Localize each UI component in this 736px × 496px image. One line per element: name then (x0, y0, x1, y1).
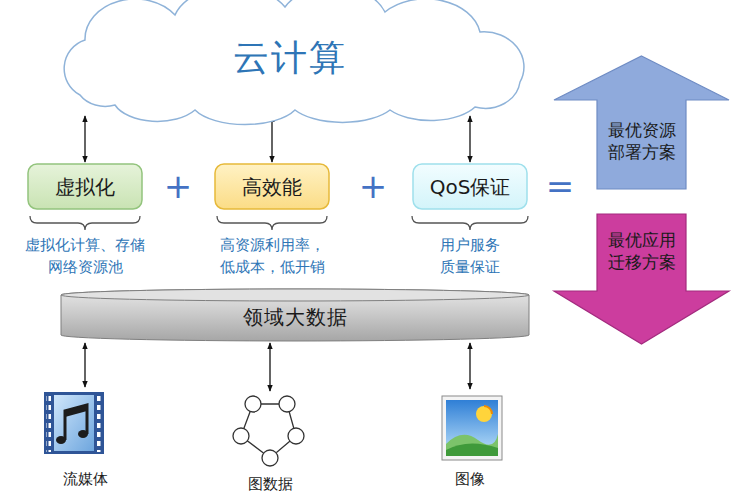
node-text: 图数据 (248, 475, 293, 495)
icon-node: 图数据 (225, 392, 315, 492)
connector-arrow (269, 343, 270, 391)
plus-sign: + (359, 162, 388, 211)
node-text: 图像 (455, 470, 485, 490)
arrow-outline (554, 56, 729, 189)
note-text: 虚拟化计算、存储 网络资源池 (22, 235, 148, 279)
box-outline (215, 164, 329, 209)
process-box: 高效能 (214, 163, 330, 210)
note-text: 高资源利用率， 低成本，低开销 (217, 235, 328, 279)
connector-arrow (84, 343, 85, 387)
node-text: 虚拟化 (55, 174, 115, 200)
connector-arrow (469, 116, 470, 162)
arrow-outline (554, 214, 729, 344)
image-icon (442, 396, 502, 460)
node-text: 云计算 (233, 35, 347, 82)
equals-sign: = (546, 162, 575, 211)
node-text: 最优资源 部署方案 (602, 119, 680, 163)
process-box: QoS保证 (412, 163, 528, 210)
down-arrow: 最优应用 迁移方案 (553, 213, 730, 345)
data-cylinder: 领域大数据 (60, 288, 530, 342)
node-text: 领域大数据 (243, 304, 348, 330)
cloud-outline (64, 0, 524, 125)
brace (30, 216, 528, 230)
cloud: 云计算 (20, 0, 590, 115)
process-box: 虚拟化 (27, 163, 143, 210)
up-arrow: 最优资源 部署方案 (553, 55, 730, 190)
node-text: QoS保证 (430, 174, 511, 200)
node-text: 最优应用 迁移方案 (602, 229, 680, 273)
box-outline (28, 164, 142, 209)
connector-arrow (84, 116, 85, 162)
cylinder-body (61, 289, 529, 341)
node-text: 流媒体 (63, 470, 108, 490)
box-outline (413, 164, 527, 209)
film-icon (44, 392, 104, 454)
connector-arrow (271, 116, 272, 162)
note-text: 用户服务 质量保证 (437, 235, 503, 279)
cylinder-top (61, 289, 529, 301)
node-text: 高效能 (242, 174, 302, 200)
connector-arrow (469, 343, 470, 389)
graph-icon (233, 396, 304, 466)
icon-node: 图像 (420, 390, 520, 490)
icon-node: 流媒体 (35, 388, 135, 490)
plus-sign: + (164, 162, 193, 211)
